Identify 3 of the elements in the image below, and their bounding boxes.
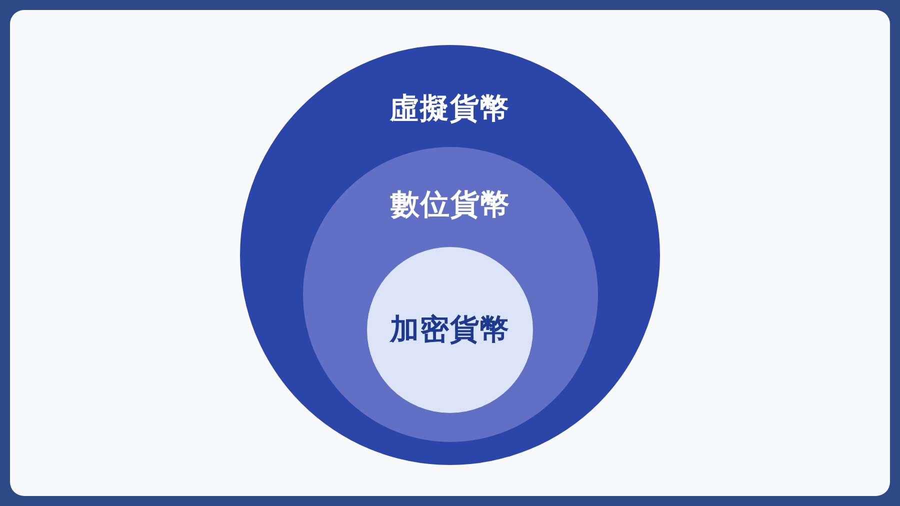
category-label: 虛擬貨幣 [390,92,510,127]
category-label: 加密貨幣 [390,312,510,348]
category-label: 數位貨幣 [390,188,510,223]
